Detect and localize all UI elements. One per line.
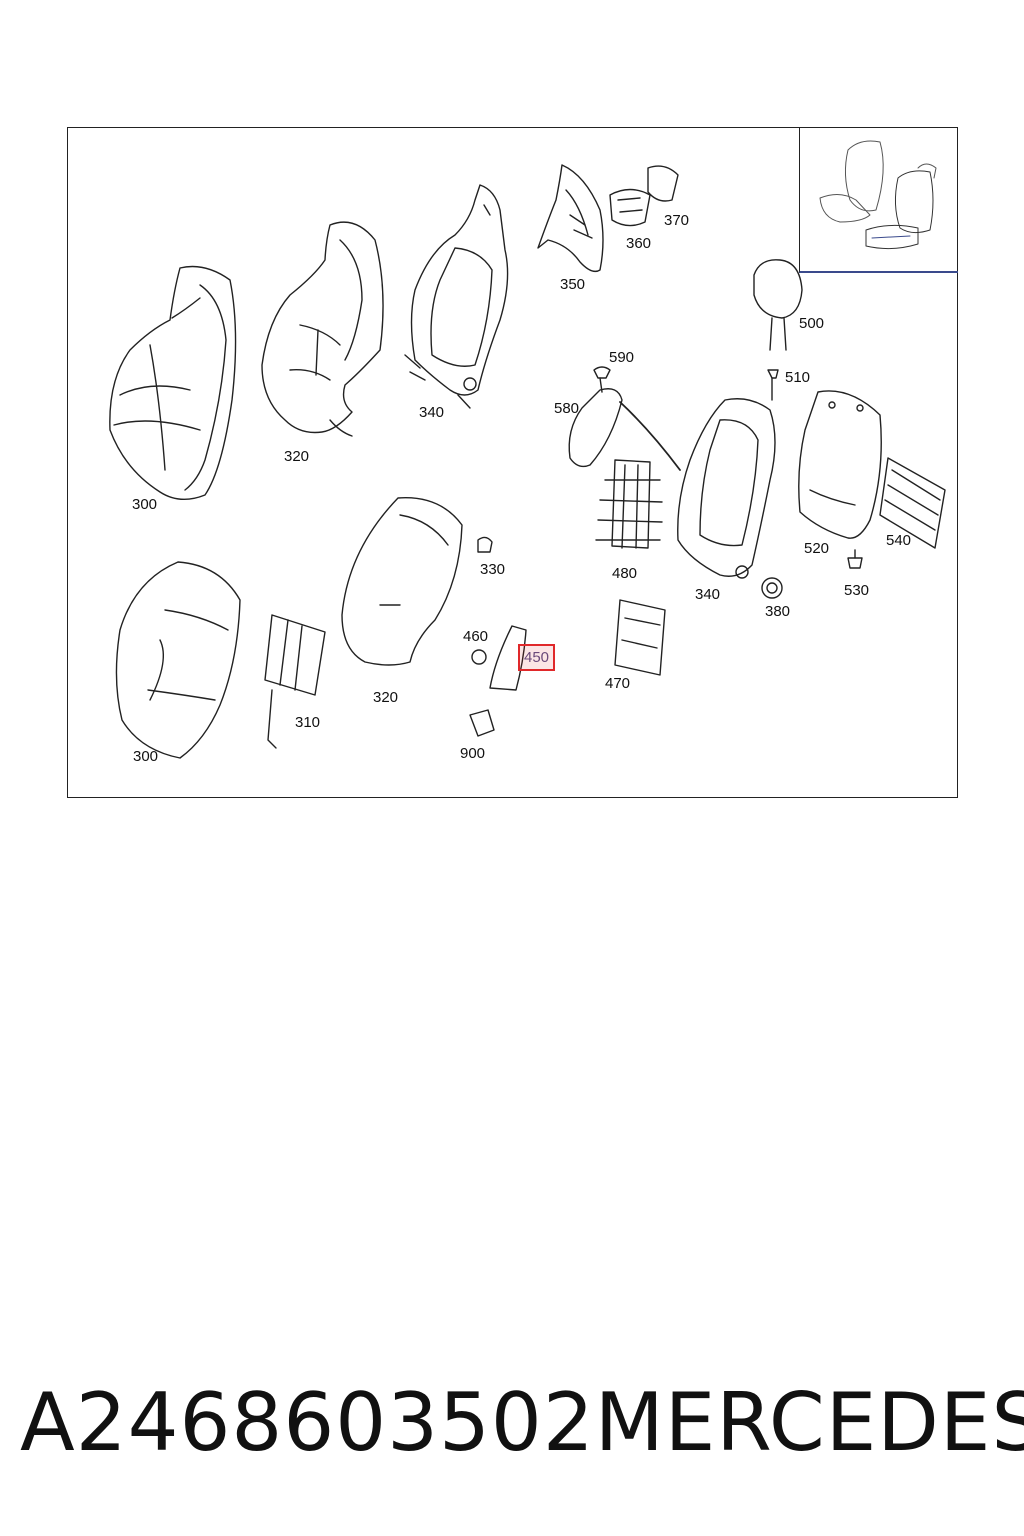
part-330-fastener: [477, 536, 493, 553]
seat-location-inset: [799, 127, 958, 273]
callout-300-upper: 300: [132, 496, 158, 513]
caption: A2468603502 MERCEDES: [20, 1376, 1024, 1469]
part-900-connector: [469, 709, 495, 737]
callout-320-upper: 320: [284, 448, 310, 465]
callout-510: 510: [785, 369, 811, 386]
callout-500: 500: [799, 315, 825, 332]
callout-330: 330: [480, 561, 506, 578]
callout-580: 580: [554, 400, 580, 417]
part-310-heater-mat: [264, 614, 326, 749]
part-number: A2468603502: [20, 1376, 595, 1469]
part-510-guide: [767, 369, 779, 401]
callout-520: 520: [804, 540, 830, 557]
callout-370: 370: [664, 212, 690, 229]
part-530-clip: [847, 549, 863, 569]
callout-450-highlighted[interactable]: 450: [518, 644, 556, 671]
part-370-cap: [647, 165, 679, 202]
callout-340-upper: 340: [419, 404, 445, 421]
callout-310: 310: [295, 714, 321, 731]
part-350-backrest-trim: [537, 164, 604, 273]
part-360-trim-piece: [609, 188, 651, 227]
callout-480: 480: [612, 565, 638, 582]
part-520-backrest-rear-panel: [798, 390, 882, 539]
callout-900: 900: [460, 745, 486, 762]
brand-name: MERCEDES: [594, 1376, 1024, 1469]
part-580-side-cover: [568, 388, 681, 471]
callout-350: 350: [560, 276, 586, 293]
part-480-lumbar-mat: [595, 459, 663, 549]
part-320-upper-backrest-pad: [261, 221, 384, 437]
callout-300-lower: 300: [133, 748, 159, 765]
part-500-headrest: [753, 259, 803, 351]
callout-530: 530: [844, 582, 870, 599]
callout-540: 540: [886, 532, 912, 549]
callout-320-lower: 320: [373, 689, 399, 706]
part-340-upper-backrest-frame: [404, 184, 509, 409]
callout-380: 380: [765, 603, 791, 620]
part-300-upper-backrest-cover: [109, 265, 237, 500]
inset-seat-illustration: [819, 140, 937, 250]
callout-590: 590: [609, 349, 635, 366]
diagram-frame: [67, 127, 958, 798]
callout-470: 470: [605, 675, 631, 692]
part-460-nut: [471, 649, 487, 665]
part-380-knob: [761, 577, 783, 599]
part-540-storage-net: [879, 457, 946, 549]
part-470-module: [614, 599, 666, 676]
callout-460: 460: [463, 628, 489, 645]
callout-360: 360: [626, 235, 652, 252]
part-340-lower-backrest-frame: [677, 398, 776, 579]
part-320-lower-seat-pad: [341, 497, 463, 666]
callout-340-lower: 340: [695, 586, 721, 603]
part-300-lower-seat-cover: [115, 561, 241, 759]
part-450-side-trim: [489, 625, 527, 691]
